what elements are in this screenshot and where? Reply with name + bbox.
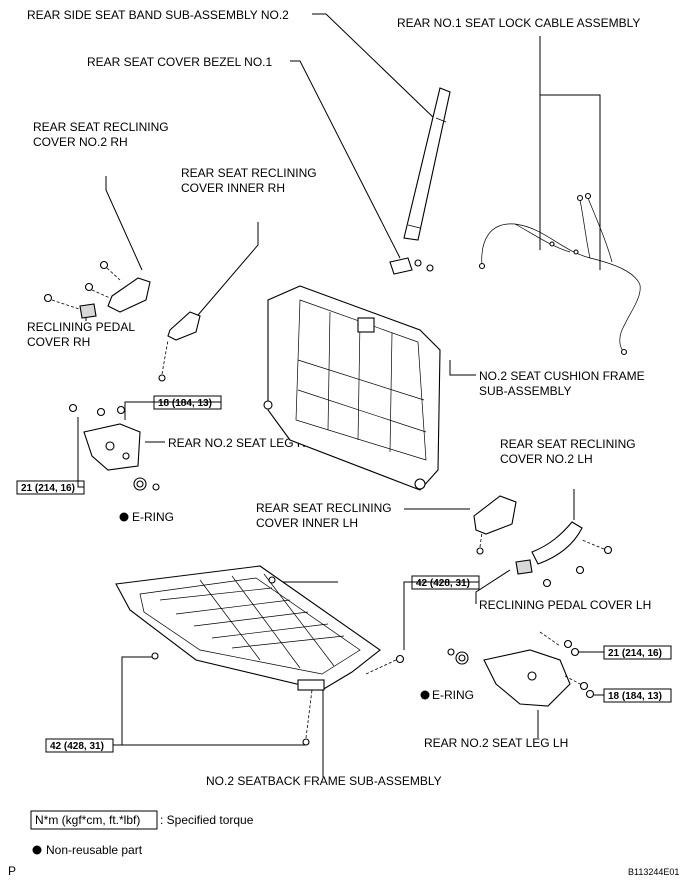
nonreusable-bullet-icon: [420, 690, 430, 700]
nonreusable-bullet-icon: [119, 512, 129, 522]
recl-cover-no2-rh-part: [43, 260, 151, 313]
label-recl-cover-inner-lh-1: REAR SEAT RECLINING: [256, 501, 392, 515]
svg-text:18 (184, 13): 18 (184, 13): [158, 398, 212, 409]
label-recl-cover-no2-lh-1: REAR SEAT RECLINING: [500, 437, 636, 451]
seatback-frame-part: [115, 565, 405, 746]
footer-code: B113244E01: [628, 867, 679, 877]
label-lock-cable: REAR NO.1 SEAT LOCK CABLE ASSEMBLY: [397, 16, 640, 30]
label-seat-leg-lh: REAR NO.2 SEAT LEG LH: [424, 736, 568, 750]
seat-leg-lh-part: [447, 631, 595, 707]
leader-lines: [77, 13, 604, 777]
svg-text:N*m (kgf*cm, ft.*lbf): N*m (kgf*cm, ft.*lbf): [35, 813, 140, 827]
svg-text:42 (428, 31): 42 (428, 31): [416, 578, 470, 589]
pedal-cover-lh-part: [515, 559, 533, 575]
label-recl-cover-no2-rh-2: COVER NO.2 RH: [33, 135, 128, 149]
label-cushion-frame-2: SUB-ASSEMBLY: [479, 384, 571, 398]
torque-box: 21 (214, 16): [603, 645, 672, 660]
svg-text:42 (428, 31): 42 (428, 31): [50, 741, 104, 752]
cover-bezel-part: [389, 257, 434, 275]
recl-cover-no2-lh-part: [531, 521, 613, 588]
svg-text:Non-reusable part: Non-reusable part: [46, 843, 143, 857]
recl-cover-inner-lh-part: [473, 495, 517, 555]
pedal-cover-rh-part: [79, 303, 97, 319]
label-pedal-cover-rh-1: RECLINING PEDAL: [27, 320, 135, 334]
seat-leg-rh-part: [68, 403, 160, 491]
svg-text:18 (184, 13): 18 (184, 13): [608, 691, 662, 702]
label-recl-cover-inner-rh-1: REAR SEAT RECLINING: [181, 166, 317, 180]
label-recl-cover-no2-rh-1: REAR SEAT RECLINING: [33, 120, 169, 134]
svg-text:21 (214, 16): 21 (214, 16): [608, 648, 662, 659]
legend-nonreusable: Non-reusable part: [32, 843, 143, 857]
label-recl-cover-no2-lh-2: COVER NO.2 LH: [500, 452, 593, 466]
label-e-ring-2: E-RING: [432, 688, 474, 702]
torque-box: 21 (214, 16): [16, 480, 85, 495]
torque-box: 42 (428, 31): [45, 738, 114, 753]
label-side-seat-band: REAR SIDE SEAT BAND SUB-ASSEMBLY NO.2: [27, 8, 289, 22]
svg-text:21 (214, 16): 21 (214, 16): [21, 483, 75, 494]
label-cushion-frame-1: NO.2 SEAT CUSHION FRAME: [479, 369, 645, 383]
label-recl-cover-inner-lh-2: COVER INNER LH: [256, 516, 358, 530]
label-e-ring-1: E-RING: [132, 510, 174, 524]
label-recl-cover-inner-rh-2: COVER INNER RH: [181, 181, 285, 195]
legend-torque: N*m (kgf*cm, ft.*lbf) : Specified torque: [30, 810, 254, 830]
torque-box: 18 (184, 13): [603, 688, 672, 703]
label-seat-leg-rh: REAR NO.2 SEAT LEG RH: [168, 436, 314, 450]
label-pedal-cover-rh-2: COVER RH: [27, 335, 90, 349]
seat-cushion-frame-part: [263, 285, 441, 491]
label-seatback-frame: NO.2 SEATBACK FRAME SUB-ASSEMBLY: [206, 774, 442, 788]
side-seat-band-part: [403, 87, 451, 241]
label-pedal-cover-lh: RECLINING PEDAL COVER LH: [479, 598, 651, 612]
nonreusable-bullet-icon: [32, 845, 42, 855]
svg-text:: Specified torque: : Specified torque: [160, 813, 254, 827]
label-cover-bezel: REAR SEAT COVER BEZEL NO.1: [87, 55, 272, 69]
lock-cable-part: [478, 192, 641, 356]
footer-left: P: [8, 864, 16, 878]
recl-cover-inner-rh-part: [158, 311, 201, 382]
